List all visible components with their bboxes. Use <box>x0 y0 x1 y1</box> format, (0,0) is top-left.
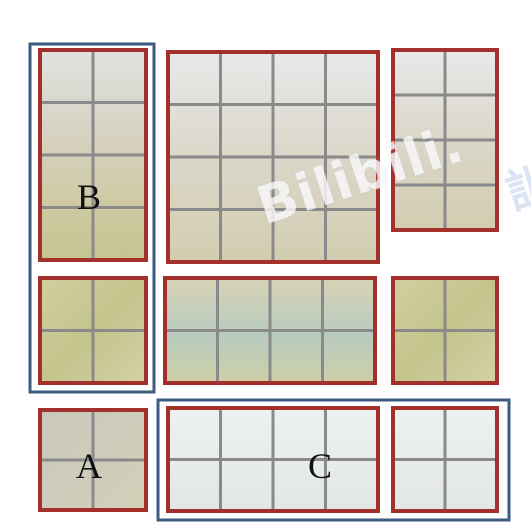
window-c-wide <box>166 406 380 513</box>
window-c-wide-frame <box>166 406 380 513</box>
window-a <box>38 408 148 512</box>
label-c: C <box>307 446 332 486</box>
window-b-tall <box>38 48 148 262</box>
window-b-small-frame <box>38 276 148 385</box>
window-b-small <box>38 276 148 385</box>
window-garden-right-frame <box>391 276 499 385</box>
window-castle-right <box>391 48 499 232</box>
window-garden-center <box>163 276 377 385</box>
window-c-right <box>391 406 499 513</box>
window-a-frame <box>38 408 148 512</box>
window-b-tall-frame <box>38 48 148 262</box>
group-outline-b <box>28 42 156 394</box>
label-a: A <box>76 446 102 486</box>
window-garden-center-frame <box>163 276 377 385</box>
group-outline-c <box>156 398 511 522</box>
window-castle-right-frame <box>391 48 499 232</box>
window-c-right-frame <box>391 406 499 513</box>
window-castle-center-frame <box>166 50 380 264</box>
label-b: B <box>76 177 101 217</box>
window-castle-center <box>166 50 380 264</box>
window-garden-right <box>391 276 499 385</box>
